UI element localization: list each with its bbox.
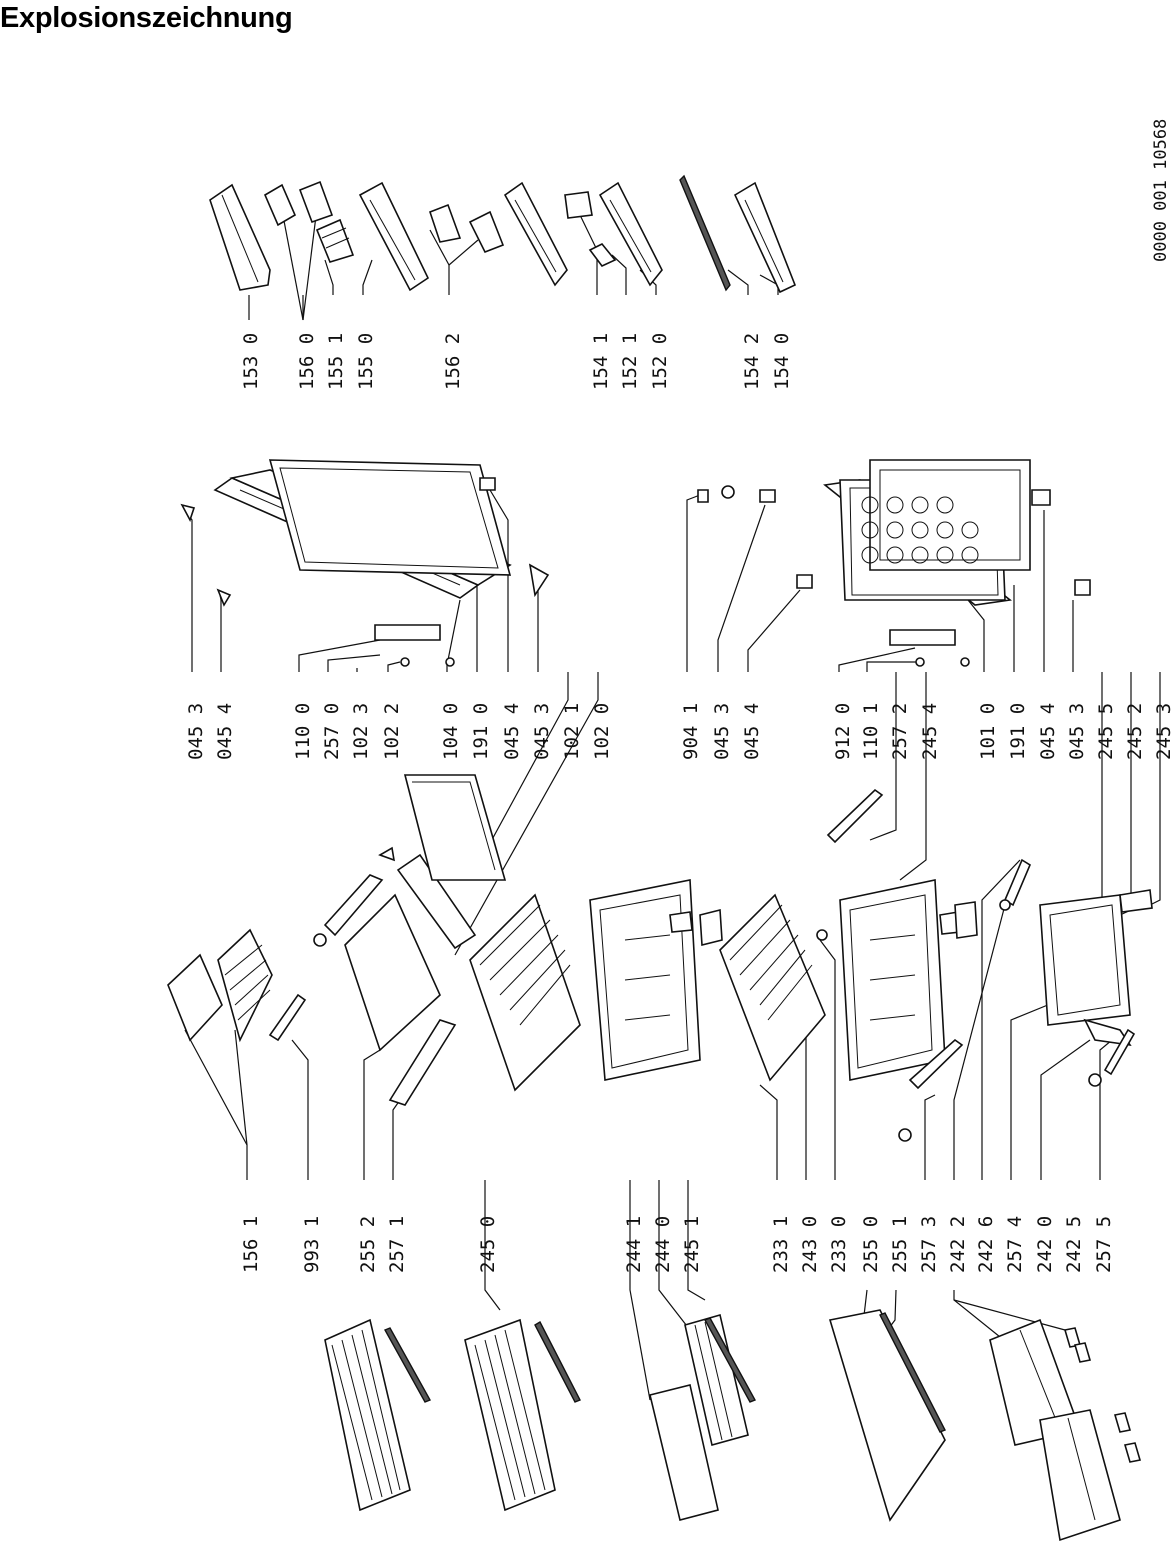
part-label: 245 4 (919, 703, 941, 760)
freezer-drawer-242 (898, 858, 1153, 1142)
part-label: 101 0 (977, 703, 999, 760)
door-bin-153 (209, 183, 271, 291)
door-lower (697, 459, 1091, 606)
part-label: 045 4 (501, 703, 523, 760)
parts (167, 174, 1153, 1542)
part-label: 243 0 (799, 1216, 821, 1273)
butter-dish-156-2 (429, 203, 505, 254)
part-label: 152 1 (619, 333, 641, 390)
page-title: Explosionszeichnung (0, 2, 293, 34)
label-group-left-upper: 156 1 993 1 255 2 257 1 245 0 244 1 244 … (240, 1216, 703, 1273)
door-handle-110 (374, 624, 455, 667)
part-label: 257 3 (918, 1216, 940, 1273)
door-bin-155 (358, 181, 430, 292)
part-label: 255 2 (357, 1216, 379, 1273)
part-label: 242 0 (1034, 1216, 1056, 1273)
part-label: 156 1 (240, 1216, 262, 1273)
part-label: 102 0 (591, 703, 613, 760)
part-label: 156 2 (442, 333, 464, 390)
part-label: 156 0 (296, 333, 318, 390)
part-label: 257 0 (321, 703, 343, 760)
ice-tray-156-1 (167, 928, 273, 1043)
part-label: 045 3 (185, 703, 207, 760)
part-label: 102 1 (561, 703, 583, 760)
freezer-box-lower (1039, 1409, 1142, 1542)
part-label: 912 0 (832, 703, 854, 760)
door-handle-110-1 (889, 629, 970, 667)
part-label: 045 3 (531, 703, 553, 760)
label-group-left-lower: 233 1 243 0 233 0 255 0 255 1 257 3 242 … (770, 1216, 1115, 1273)
part-label: 154 1 (590, 333, 612, 390)
part-label: 255 0 (860, 1216, 882, 1273)
part-label: 245 3 (1153, 703, 1172, 760)
part-label: 257 1 (386, 1216, 408, 1273)
part-label: 153 0 (240, 333, 262, 390)
part-label: 155 0 (355, 333, 377, 390)
part-label: 257 4 (1004, 1216, 1026, 1273)
door-bin-152 (503, 181, 663, 287)
shelf-993 (268, 993, 307, 1042)
light-bracket-102 (396, 774, 507, 950)
crisper-drawer-lower (826, 788, 978, 1081)
part-label: 154 2 (741, 333, 763, 390)
part-label: 244 1 (623, 1216, 645, 1273)
glass-shelf-245 (469, 893, 581, 1092)
label-group-top-right: 153 0 156 0 155 1 155 0 156 2 154 1 152 … (240, 333, 793, 390)
part-label: 245 0 (477, 1216, 499, 1273)
part-label: 045 4 (741, 703, 763, 760)
part-label: 045 4 (1037, 703, 1059, 760)
part-label: 191 0 (470, 703, 492, 760)
part-label: 233 1 (770, 1216, 792, 1273)
part-label: 154 0 (771, 333, 793, 390)
label-group-middle-upper: 045 3 045 4 110 0 257 0 102 3 102 2 104 … (185, 703, 613, 760)
part-label: 045 3 (1066, 703, 1088, 760)
wire-rack-upper (324, 1318, 431, 1512)
crisper-drawer-upper (589, 879, 723, 1081)
part-label: 242 2 (947, 1216, 969, 1273)
part-label: 904 1 (680, 703, 702, 760)
freezer-box-upper (989, 1318, 1092, 1446)
part-label: 045 4 (214, 703, 236, 760)
part-label: 045 3 (711, 703, 733, 760)
part-label: 152 0 (649, 333, 671, 390)
part-label: 255 1 (889, 1216, 911, 1273)
part-label: 104 0 (440, 703, 462, 760)
glass-shelf-233 (719, 893, 828, 1082)
door-bin-154 (679, 174, 797, 294)
label-group-middle-lower: 904 1 045 3 045 4 912 0 110 1 257 2 245 … (680, 703, 1172, 760)
part-label: 102 3 (350, 703, 372, 760)
part-label: 155 1 (325, 333, 347, 390)
wire-rack-middle (464, 1318, 581, 1512)
part-label: 242 6 (975, 1216, 997, 1273)
door-upper (180, 459, 550, 607)
part-label: 233 0 (828, 1216, 850, 1273)
part-label: 102 2 (381, 703, 403, 760)
part-label: 257 2 (889, 703, 911, 760)
part-label: 242 5 (1063, 1216, 1085, 1273)
part-label: 244 0 (652, 1216, 674, 1273)
document-number: 0000 001 10568 (1151, 119, 1171, 262)
part-label: 245 2 (1124, 703, 1146, 760)
part-label: 110 0 (292, 703, 314, 760)
glass-shelf-255 (828, 1309, 946, 1522)
wire-rack-lower (649, 1313, 756, 1521)
part-label: 245 1 (681, 1216, 703, 1273)
egg-tray-156 (263, 180, 355, 263)
part-label: 191 0 (1007, 703, 1029, 760)
part-label: 110 1 (860, 703, 882, 760)
part-label: 245 5 (1095, 703, 1117, 760)
part-label: 993 1 (301, 1216, 323, 1273)
cover-plate-255-2 (344, 893, 441, 1052)
part-label: 257 5 (1093, 1216, 1115, 1273)
lamp-cover-257 (313, 846, 457, 1106)
